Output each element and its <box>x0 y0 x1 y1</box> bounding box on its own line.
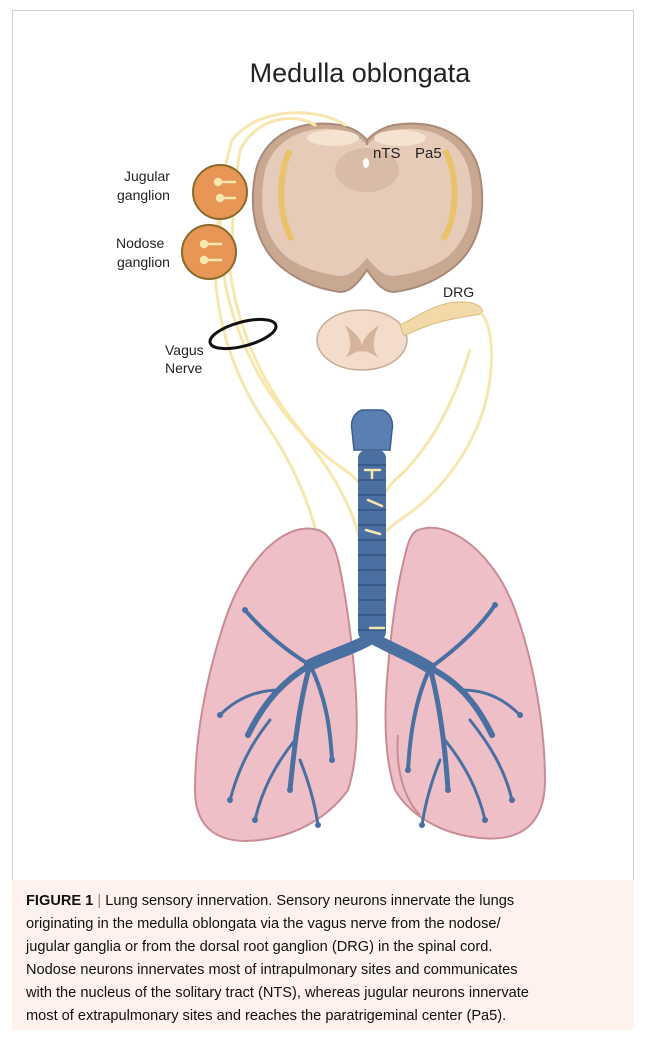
caption-line: jugular ganglia or from the dorsal root … <box>26 939 492 955</box>
nodose-ganglion <box>182 225 236 279</box>
caption-line: Nodose neurons innervates most of intrap… <box>26 962 518 978</box>
medulla-oblongata <box>253 123 482 292</box>
spinal-cord <box>317 302 482 370</box>
jugular-ganglion <box>193 165 247 219</box>
vagus-nerve-ring <box>207 314 279 355</box>
vagus-nerve-label: Vagus Nerve <box>165 342 208 376</box>
caption-separator: | <box>97 893 101 909</box>
caption-line: with the nucleus of the solitary tract (… <box>26 985 529 1001</box>
left-lung <box>195 528 357 840</box>
drg-label: DRG <box>443 284 474 300</box>
lung-innervation-diagram: Medulla oblongata nTS Pa5 DRG <box>0 0 647 880</box>
caption-line: Lung sensory innervation. Sensory neuron… <box>105 893 514 909</box>
figure-caption: FIGURE 1 | Lung sensory innervation. Sen… <box>12 880 634 1030</box>
caption-line: originating in the medulla oblongata via… <box>26 916 501 932</box>
diagram-title: Medulla oblongata <box>250 58 472 88</box>
nodose-ganglion-label: Nodose ganglion <box>116 235 170 270</box>
right-lung <box>386 528 545 839</box>
pa5-label: Pa5 <box>415 145 442 162</box>
figure-number: FIGURE 1 <box>26 893 93 909</box>
caption-line: most of extrapulmonary sites and reaches… <box>26 1008 506 1024</box>
jugular-ganglion-label: Jugular ganglion <box>117 168 174 203</box>
nts-label: nTS <box>373 145 401 162</box>
